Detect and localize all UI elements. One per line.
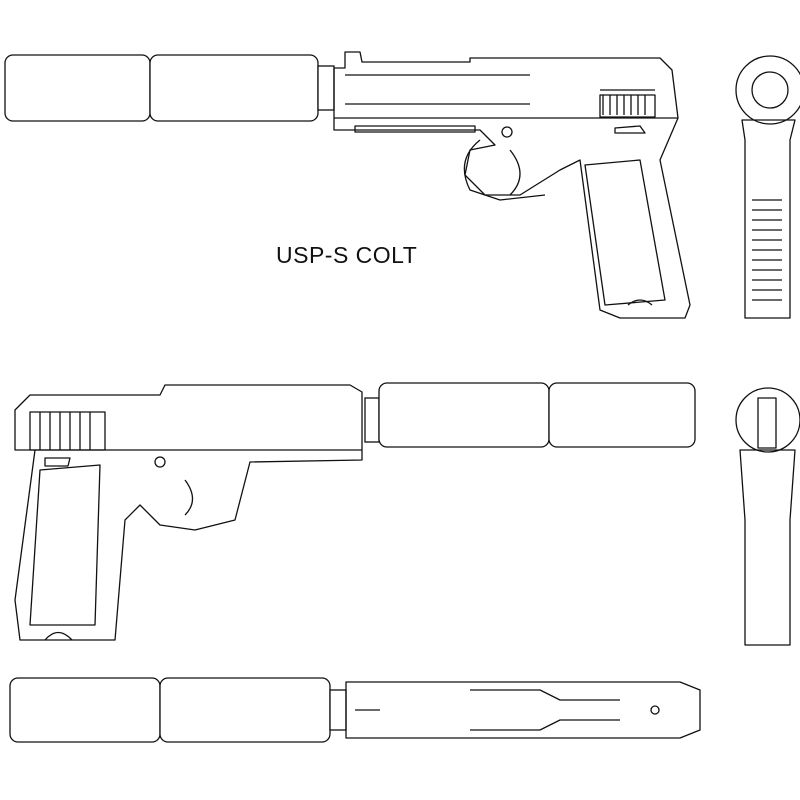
suppressor-front-left xyxy=(548,382,696,448)
grip-panel-left xyxy=(29,464,101,626)
suppressor-rear-top xyxy=(9,677,161,743)
grip-front xyxy=(741,119,796,319)
rear-face xyxy=(735,387,800,453)
suppressor-rear-section xyxy=(4,54,151,122)
suppressor-mount-top xyxy=(329,689,347,731)
safety-lever-left xyxy=(44,457,71,467)
slide-release-pin xyxy=(501,126,513,138)
trigger-left xyxy=(184,479,194,516)
grip-texture xyxy=(752,199,782,301)
drawing-title: USP-S COLT xyxy=(276,242,418,268)
front-view-1 xyxy=(735,55,800,319)
rear-sight xyxy=(650,705,660,715)
suppressor-front-top xyxy=(159,677,331,743)
bore xyxy=(751,71,789,109)
slide-top xyxy=(345,681,701,739)
trigger-guard xyxy=(463,139,546,201)
safety-lever xyxy=(614,125,646,134)
grip-panel xyxy=(584,159,666,306)
slide xyxy=(333,51,679,119)
front-view-2 xyxy=(735,387,800,646)
slide-left xyxy=(14,384,363,451)
magazine-base-left xyxy=(44,631,73,641)
grip-rear xyxy=(739,449,796,646)
side-view-right xyxy=(4,51,691,319)
rail xyxy=(354,125,476,133)
slide-serrations xyxy=(599,89,656,118)
suppressor-mount xyxy=(317,65,335,111)
frame-and-grip-left xyxy=(14,449,363,641)
suppressor-mount-left xyxy=(364,397,380,443)
magazine-base xyxy=(627,299,653,306)
slide-release-pin-left xyxy=(154,456,166,468)
slide-serrations-left xyxy=(29,411,106,451)
trigger xyxy=(509,149,521,196)
side-view-left xyxy=(14,382,696,641)
frame-and-grip xyxy=(333,117,691,319)
ejection-port-top xyxy=(470,689,620,731)
suppressor-face xyxy=(735,55,800,125)
top-view xyxy=(9,677,701,743)
suppressor-rear-left xyxy=(378,382,550,448)
suppressor-front-section xyxy=(149,54,319,122)
hammer xyxy=(757,397,777,449)
